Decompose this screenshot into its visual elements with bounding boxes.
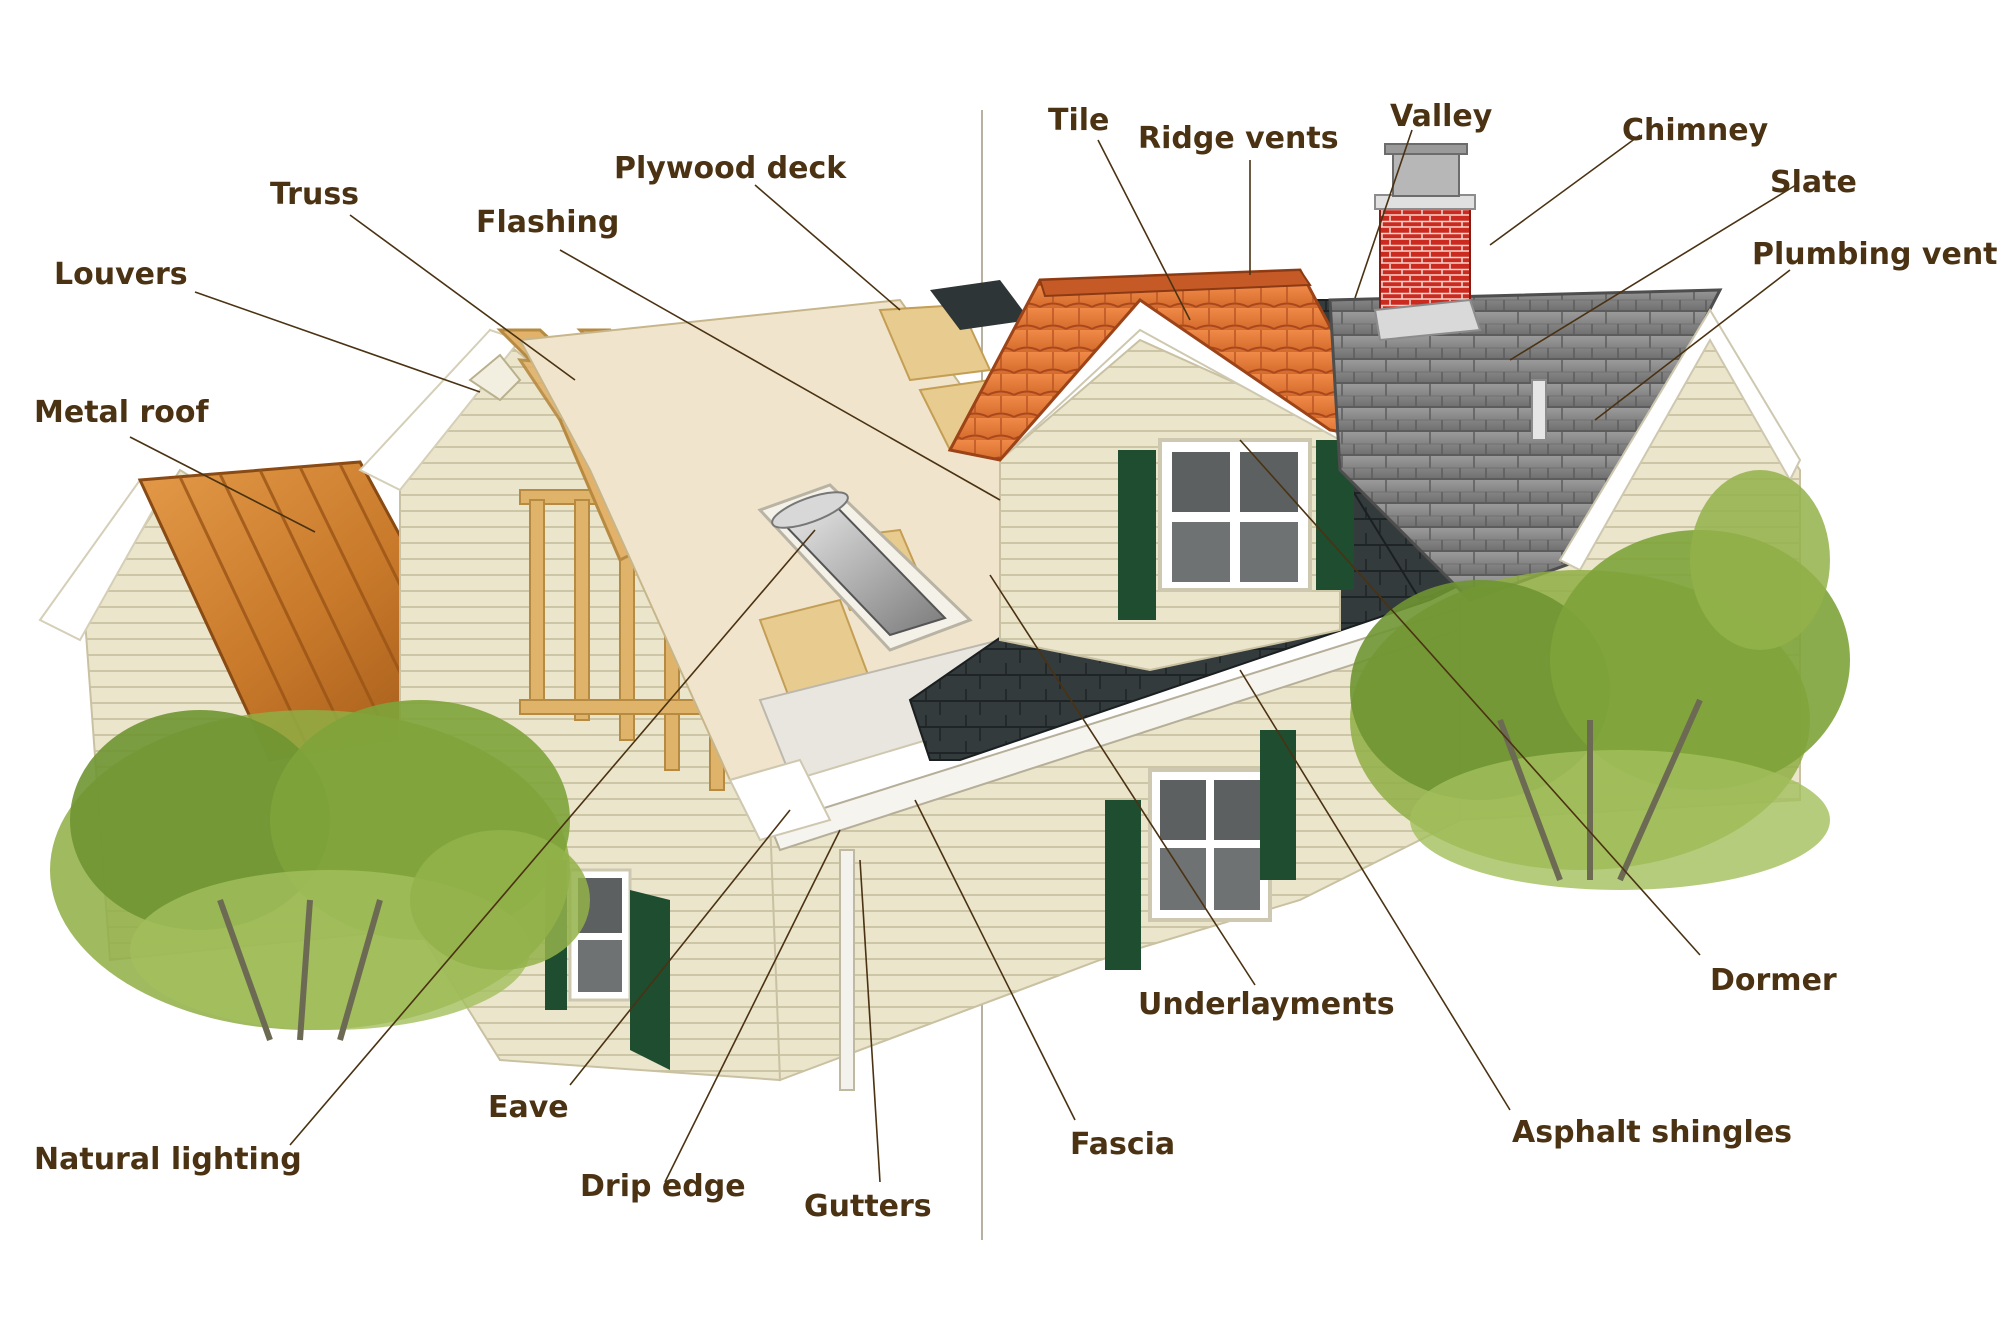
label-underlayments: Underlayments <box>1138 987 1395 1022</box>
leader-natural-lighting <box>289 529 816 1146</box>
front-window <box>1105 730 1296 970</box>
label-natural-lighting: Natural lighting <box>34 1142 302 1177</box>
chimney-flashing <box>1373 298 1482 342</box>
leader-dormer <box>1239 439 1701 956</box>
label-plywood-deck: Plywood deck <box>614 151 847 186</box>
leader-chimney <box>1489 134 1641 246</box>
leader-drip-edge <box>664 829 841 1183</box>
leader-plumbing-vent <box>1594 269 1791 421</box>
label-eave: Eave <box>488 1090 569 1125</box>
label-fascia: Fascia <box>1070 1127 1176 1162</box>
leader-underlayments <box>989 574 1256 986</box>
label-flashing: Flashing <box>476 205 620 240</box>
label-louvers: Louvers <box>54 257 188 292</box>
label-asphalt-shingles: Asphalt shingles <box>1512 1115 1793 1150</box>
chimney-cap <box>1392 149 1460 197</box>
shrub-right <box>1350 470 1850 890</box>
label-drip-edge: Drip edge <box>580 1169 746 1204</box>
leader-plywood-deck <box>754 184 901 311</box>
leader-asphalt-shingles <box>1239 669 1511 1111</box>
label-gutters: Gutters <box>804 1189 932 1224</box>
leader-valley <box>1354 129 1413 299</box>
leader-eave <box>569 809 791 1086</box>
label-tile: Tile <box>1048 103 1110 138</box>
leader-flashing <box>559 249 1001 501</box>
leader-metal-roof <box>129 436 316 533</box>
skylight <box>757 483 973 652</box>
label-ridge-vents: Ridge vents <box>1138 121 1339 156</box>
leader-truss <box>349 214 576 381</box>
label-valley: Valley <box>1390 99 1493 134</box>
chimney <box>1373 143 1482 342</box>
plumbing-vent-pipe <box>1531 379 1547 441</box>
label-truss: Truss <box>270 177 360 212</box>
leader-gutters <box>859 859 881 1183</box>
leader-tile <box>1097 139 1191 321</box>
leader-louvers <box>194 291 481 393</box>
dormer <box>947 268 1393 672</box>
leader-fascia <box>914 799 1076 1121</box>
label-metal-roof: Metal roof <box>34 395 209 430</box>
shrub-left <box>50 700 590 1042</box>
ridge-cap <box>1038 268 1312 298</box>
leader-slate <box>1509 184 1797 361</box>
label-dormer: Dormer <box>1710 963 1837 998</box>
downspout <box>839 849 855 1091</box>
label-plumbing-vent: Plumbing vent <box>1752 237 1998 272</box>
label-chimney: Chimney <box>1622 113 1769 148</box>
louver-vent <box>468 353 522 402</box>
eave-corner <box>728 758 832 842</box>
label-slate: Slate <box>1770 165 1857 200</box>
leader-lines <box>129 129 1797 1183</box>
dormer-shutter-left <box>1118 450 1156 620</box>
